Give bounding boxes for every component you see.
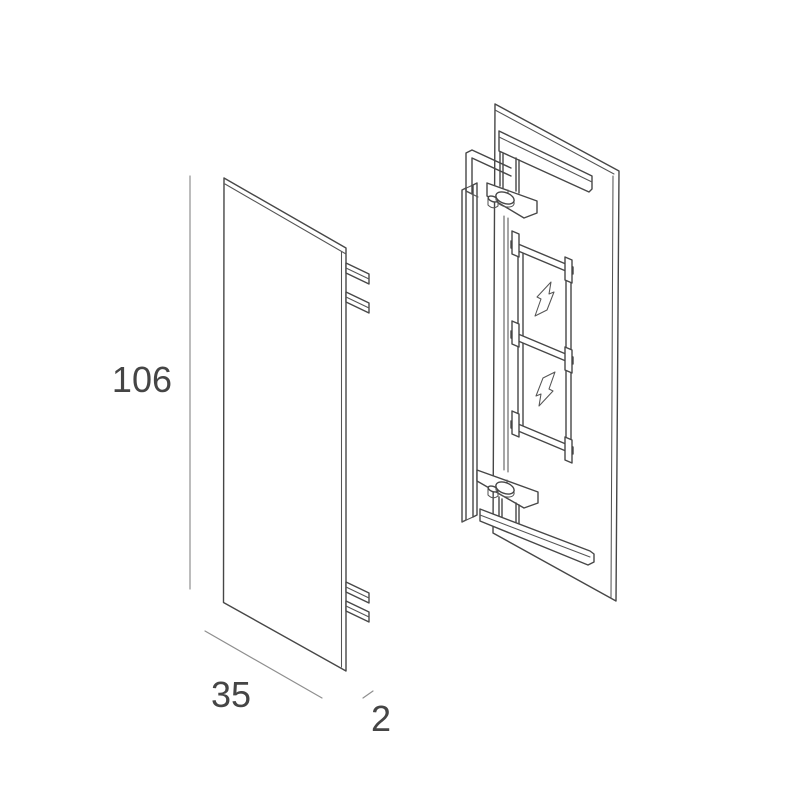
rear-panel-top-thickness-line: [494, 109, 615, 175]
front-edge-tabs-lower: [345, 581, 370, 623]
keyhole-slot-bottom: [495, 481, 515, 495]
keyhole-notch-cap-bottom: [487, 485, 499, 493]
ladder-crossbar-top: [510, 230, 574, 284]
platform-edge: [503, 215, 509, 473]
crossbar-end-tab: [564, 346, 573, 374]
clip-post-top: [499, 151, 520, 194]
rear-view: [461, 103, 620, 602]
front-panel-face: [222, 177, 347, 672]
keyhole-slot-top: [495, 191, 515, 205]
latch-ladder-frame: [510, 230, 574, 464]
crossbar-end-tab: [511, 410, 520, 438]
dimension-thickness-label: 2: [371, 698, 391, 739]
clip-post-bottom: [498, 496, 520, 529]
front-view: [222, 177, 370, 672]
crossbar-end-tab: [564, 256, 573, 284]
crossbar-end-tab: [511, 320, 520, 348]
mounting-clip-bottom: [476, 469, 595, 566]
ladder-crossbar-bottom: [510, 410, 574, 464]
mold-arrow-up: [534, 281, 555, 317]
front-edge-tabs-upper: [345, 262, 370, 314]
keyhole-notch-cap-top: [487, 195, 499, 203]
crossbar-end-tab: [511, 230, 520, 258]
dimension-width-label: 35: [211, 674, 251, 715]
dimension-tick-thickness: [362, 690, 374, 699]
dimension-line-width: [204, 630, 323, 699]
dimensions: 106 35 2: [112, 175, 391, 739]
ladder-crossbar-middle: [510, 320, 574, 374]
retaining-bar-top: [498, 130, 593, 193]
mounting-clip-top: [465, 130, 593, 219]
edge-channel-flange: [461, 182, 478, 523]
keyhole-notch-bottom: [487, 487, 499, 499]
rear-panel-right-thickness-line: [610, 175, 614, 599]
front-panel-top-thickness-line: [224, 183, 347, 255]
dimension-height-label: 106: [112, 359, 172, 400]
keyhole-notch-top: [487, 197, 499, 209]
crossbar-end-tab: [564, 436, 573, 464]
